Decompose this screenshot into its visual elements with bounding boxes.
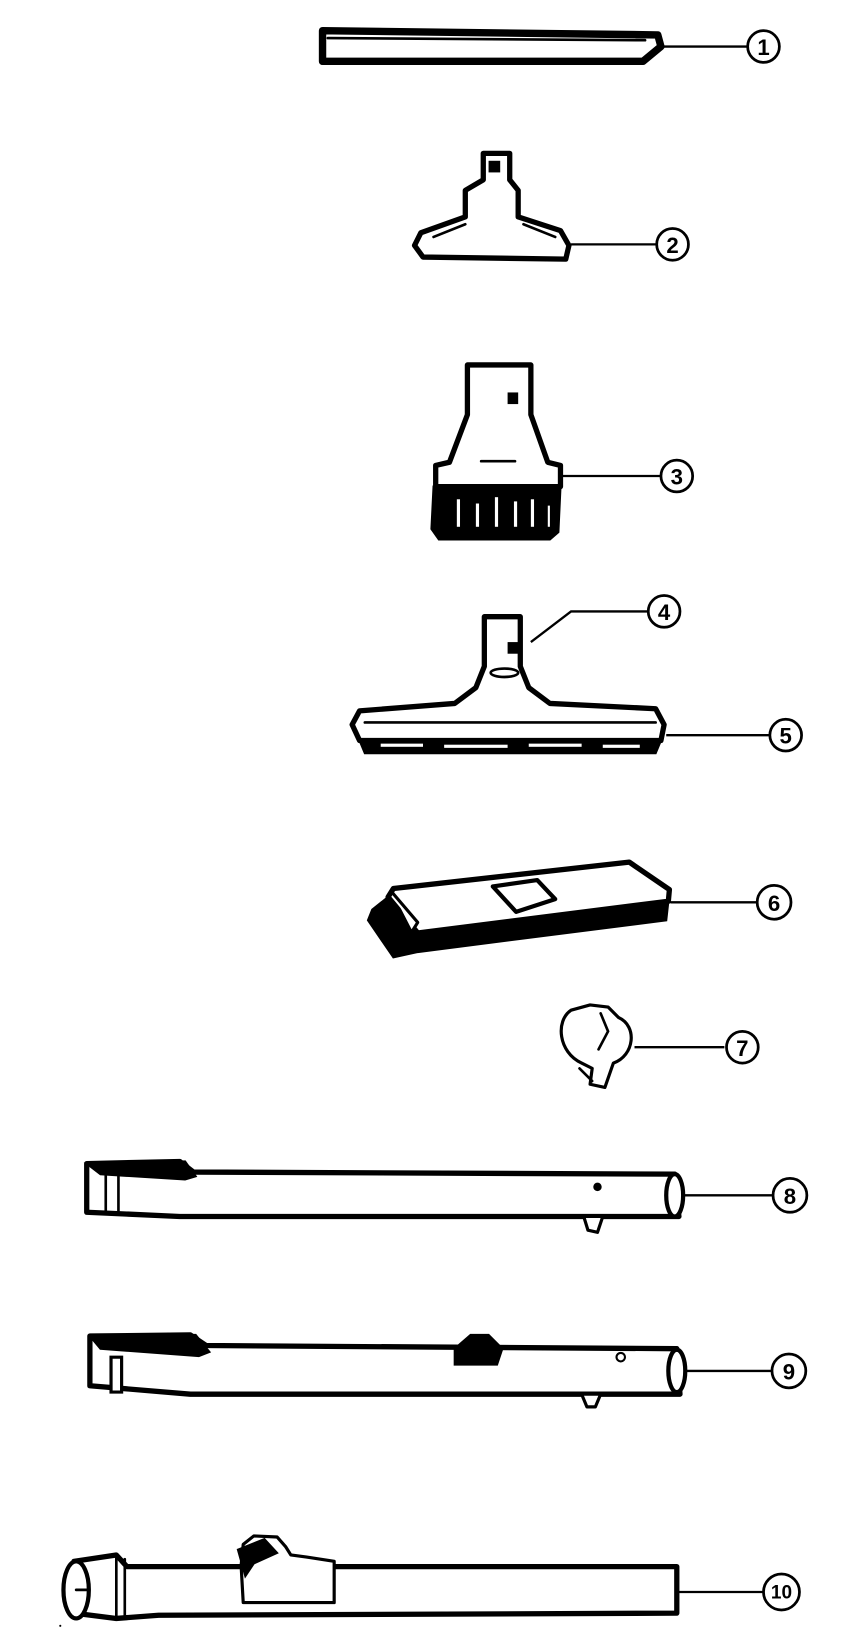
part-10-wand [61,1534,680,1622]
part-9-wand [87,1332,688,1409]
callout-2-label: 2 [666,233,678,258]
callout-7[interactable]: 7 [634,1029,760,1065]
callout-9[interactable]: 9 [685,1352,808,1390]
part-5-floor-brush [349,614,667,755]
callout-7-label: 7 [736,1036,748,1061]
callout-9-label: 9 [783,1359,795,1384]
callout-6[interactable]: 6 [670,884,793,921]
speck [59,1624,62,1627]
part-2-upholstery-tool [411,150,572,262]
callout-1[interactable]: 1 [664,29,781,64]
callout-1-label: 1 [757,35,769,60]
part-3-dusting-brush [430,362,564,541]
callout-8-label: 8 [784,1184,796,1209]
callout-6-label: 6 [768,891,780,916]
callout-5[interactable]: 5 [666,717,803,753]
part-8-wand [83,1158,686,1234]
part-6-attachment-caddy [366,859,673,959]
callout-8[interactable]: 8 [682,1177,809,1214]
callout-5-label: 5 [780,724,792,749]
callout-3[interactable]: 3 [562,458,695,494]
callout-4[interactable]: 4 [530,594,682,644]
part-7-wand-clip [559,1003,633,1090]
callout-3-label: 3 [671,465,683,490]
callout-10[interactable]: 10 [678,1572,801,1612]
part-1-crevice-tool [318,26,665,66]
callout-2[interactable]: 2 [571,227,690,262]
callout-4-label: 4 [658,600,671,625]
callout-10-label: 10 [771,1583,792,1604]
